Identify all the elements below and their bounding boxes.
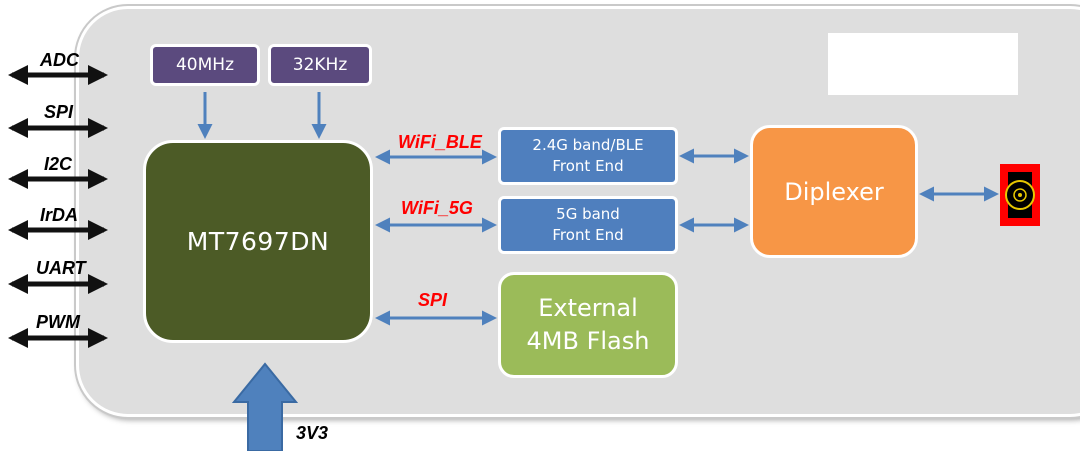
osc-40mhz-box: 40MHz (150, 44, 260, 86)
front-end-5g-block: 5G band Front End (498, 196, 678, 254)
flash-line2: 4MB Flash (526, 327, 650, 355)
wifi-ble-label: WiFi_BLE (398, 132, 482, 152)
uart-label: UART (36, 258, 86, 278)
mcu-block: MT7697DN (143, 140, 373, 343)
antenna-connector-icon (1000, 164, 1040, 226)
diplexer-label: Diplexer (784, 177, 884, 206)
spi-link-label: SPI (418, 290, 448, 310)
adc-label: ADC (40, 50, 79, 70)
diplexer-block: Diplexer (750, 125, 918, 258)
front-end-24g-line1: 2.4G band/BLE (532, 136, 644, 154)
pwm-label: PWM (36, 312, 80, 332)
wifi-5g-label: WiFi_5G (401, 198, 473, 218)
flash-line1: External (538, 294, 638, 322)
irda-label: IrDA (40, 205, 79, 225)
front-end-5g-line1: 5G band (556, 205, 620, 223)
osc-40mhz-label: 40MHz (175, 55, 234, 75)
front-end-24g-line2: Front End (552, 157, 624, 175)
power-label: 3V3 (296, 423, 329, 443)
i2c-label: I2C (44, 154, 73, 174)
spi-interface-label: SPI (44, 102, 74, 122)
power-arrow-icon (231, 362, 299, 451)
front-end-24g-block: 2.4G band/BLE Front End (498, 127, 678, 185)
flash-block: External 4MB Flash (498, 272, 678, 378)
osc-32khz-box: 32KHz (268, 44, 372, 86)
osc-32khz-label: 32KHz (292, 55, 348, 75)
front-end-5g-line2: Front End (552, 226, 624, 244)
blank-label-area (828, 33, 1018, 95)
mcu-label: MT7697DN (186, 227, 330, 256)
